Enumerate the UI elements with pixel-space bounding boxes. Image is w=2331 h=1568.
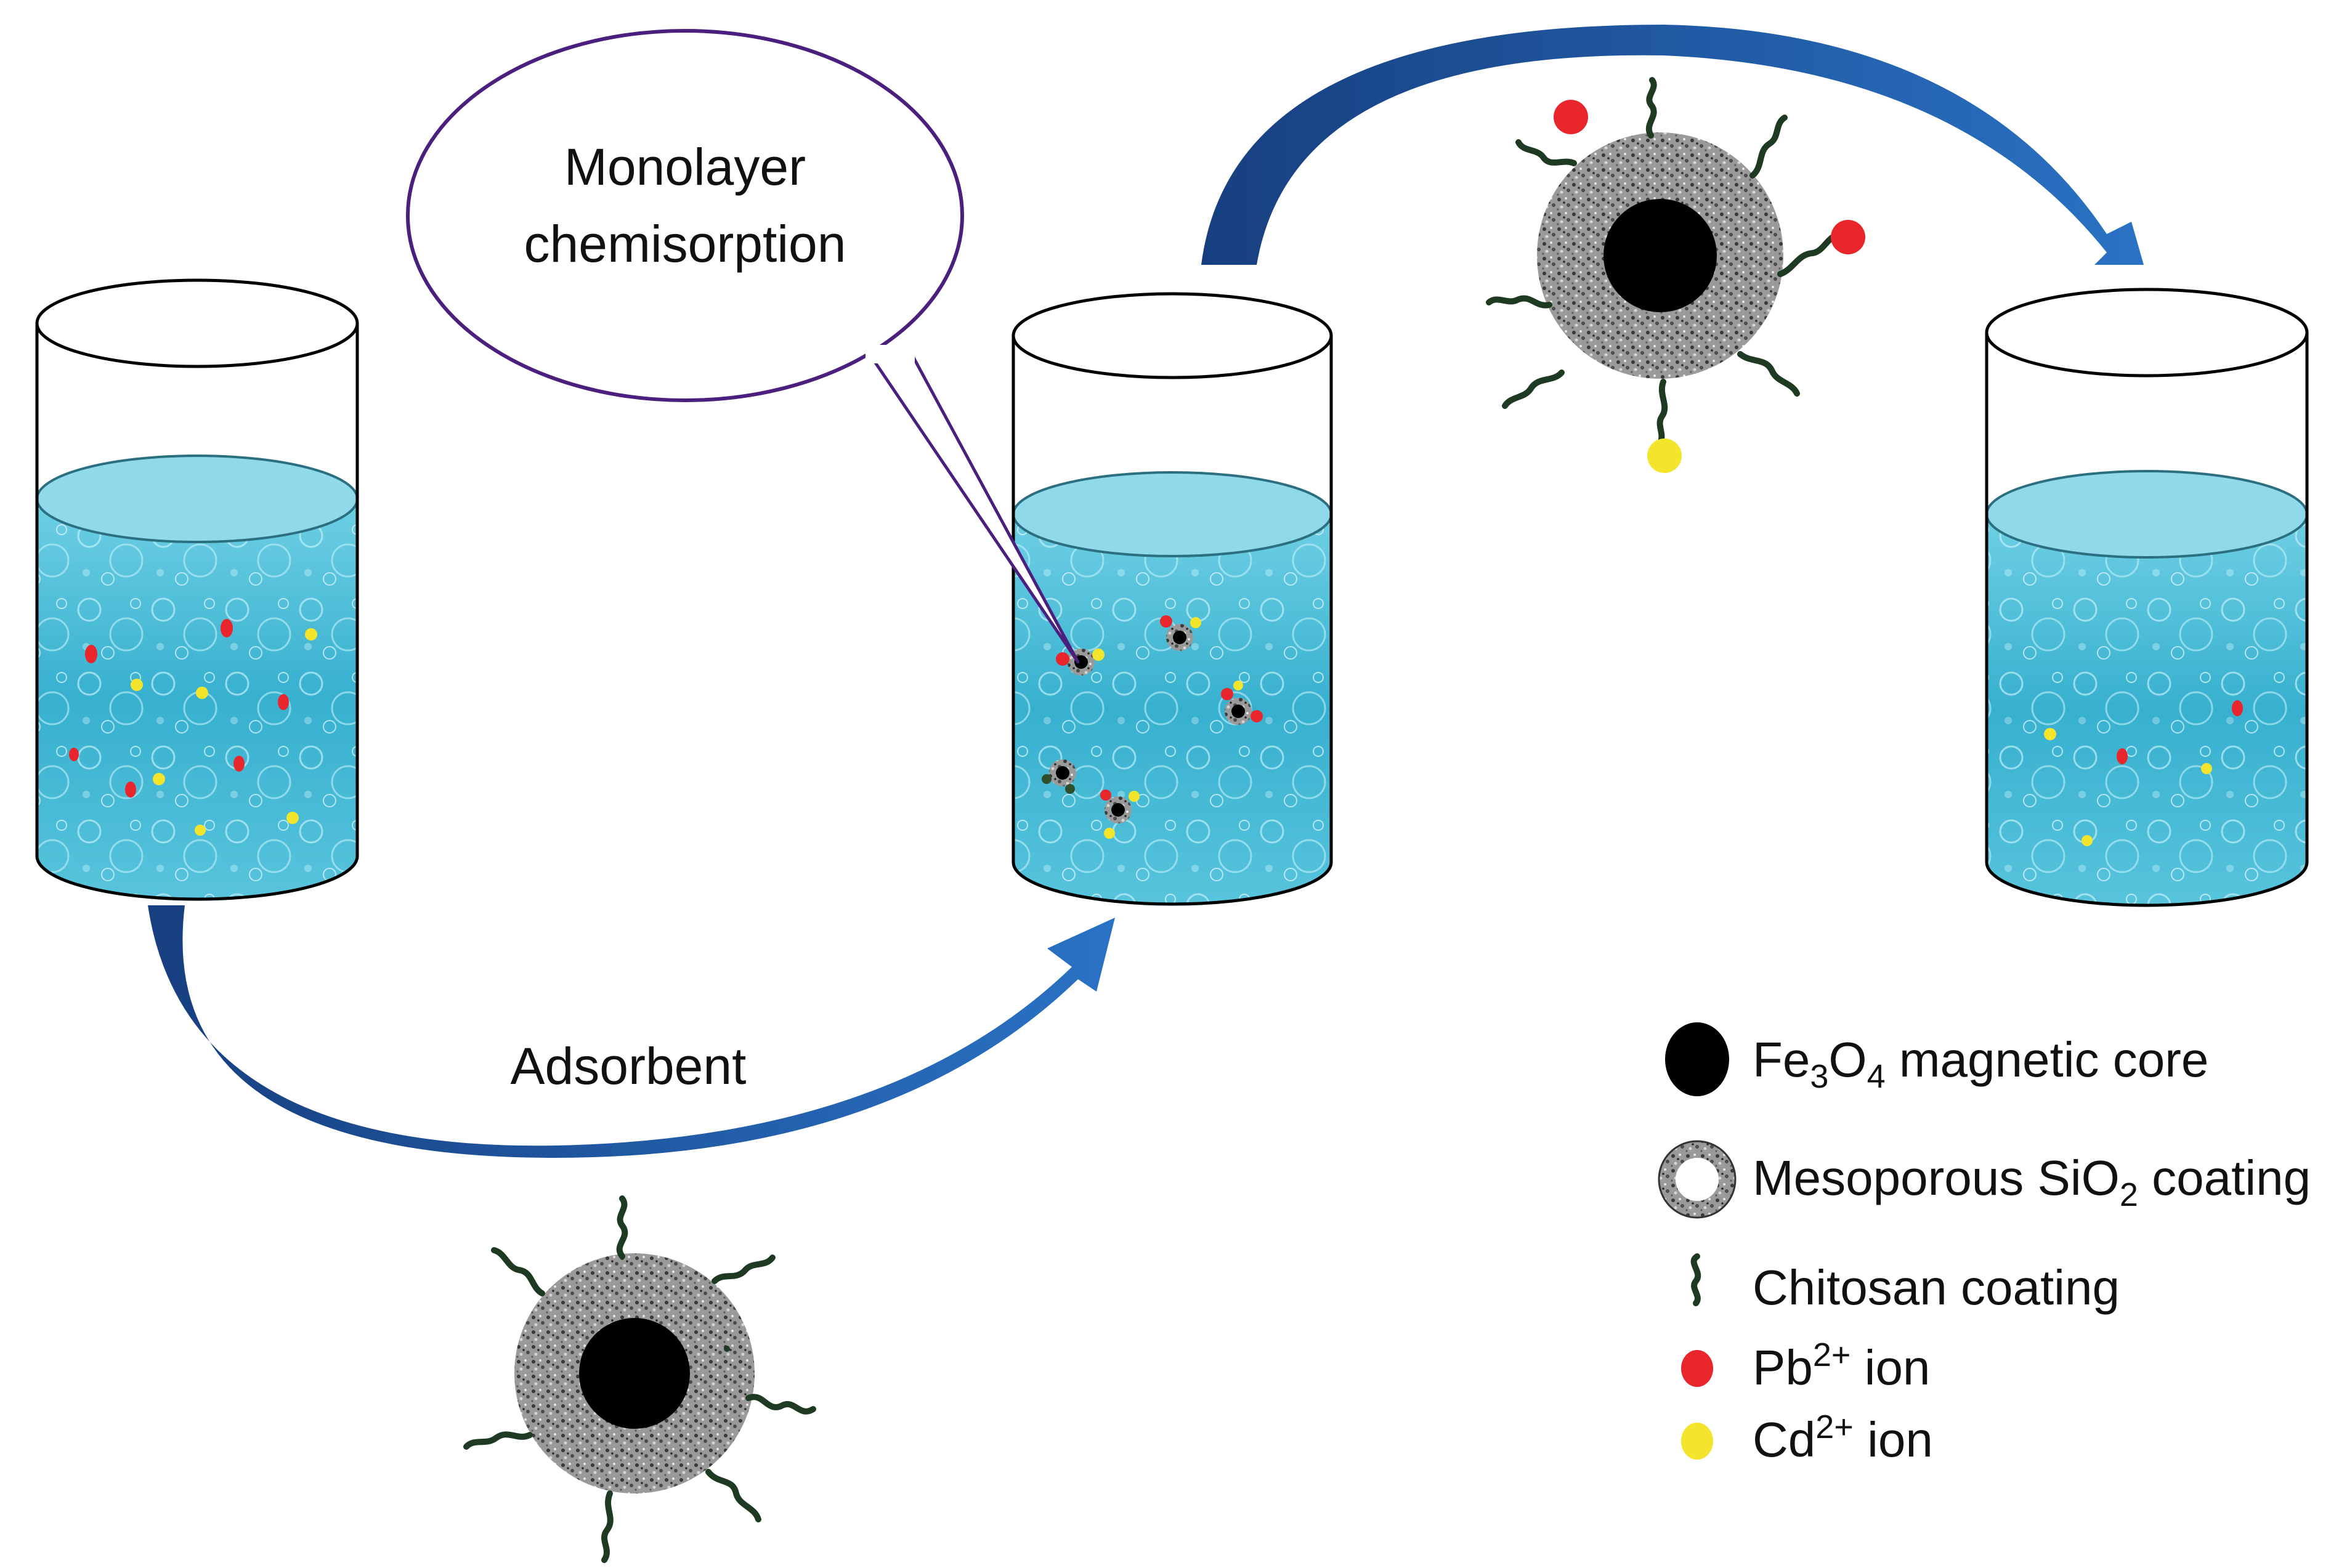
pb-ion	[1831, 220, 1865, 254]
small-particle	[1221, 681, 1263, 725]
legend: Fe3O4 magnetic core Mesoporous SiO2 coat…	[1658, 1022, 2311, 1467]
adsorbent-arrow	[148, 905, 1115, 1158]
cd-ions-beaker3	[2044, 728, 2212, 846]
pb-ion-icon	[1681, 1350, 1713, 1387]
legend-item-pb: Pb2+ ion	[1681, 1336, 1930, 1395]
legend-coating-label: Mesoporous SiO2 coating	[1753, 1150, 2311, 1213]
legend-pb-label: Pb2+ ion	[1753, 1336, 1930, 1395]
legend-core-label: Fe3O4 magnetic core	[1753, 1032, 2208, 1095]
small-particle	[1100, 790, 1140, 839]
pb-ions-beaker3	[2117, 700, 2243, 764]
callout-bubble: Monolayer chemisorption	[406, 29, 1080, 664]
small-particle	[1160, 615, 1201, 651]
silica-ring-icon	[1660, 1142, 1735, 1217]
callout-line2: chemisorption	[524, 215, 846, 273]
adsorbent-particle	[463, 1195, 816, 1563]
loaded-adsorbent-particles	[1042, 615, 1263, 839]
chitosan-chains	[463, 1195, 816, 1563]
legend-item-coating: Mesoporous SiO2 coating	[1658, 1140, 2311, 1219]
legend-cd-label: Cd2+ ion	[1753, 1408, 1933, 1467]
cd-ion	[1647, 438, 1682, 473]
pb-ions-beaker1	[69, 619, 289, 798]
core-icon	[1665, 1022, 1729, 1096]
small-particle	[1042, 759, 1076, 794]
legend-item-core: Fe3O4 magnetic core	[1665, 1022, 2208, 1096]
legend-item-chitosan: Chitosan coating	[1690, 1253, 2120, 1315]
pb-ion	[1554, 100, 1588, 134]
chitosan-chains	[1486, 77, 1841, 447]
legend-item-cd: Cd2+ ion	[1681, 1408, 1933, 1467]
beaker-contaminated	[35, 278, 359, 901]
loaded-adsorbent-particle	[1486, 77, 1865, 473]
chitosan-icon	[1690, 1253, 1701, 1306]
callout-line1: Monolayer	[564, 138, 806, 196]
separation-arrow	[1201, 25, 2144, 265]
legend-chitosan-label: Chitosan coating	[1753, 1260, 2120, 1315]
adsorbent-label: Adsorbent	[511, 1037, 747, 1095]
beaker-adsorption	[1011, 292, 1333, 906]
beaker-purified	[1985, 288, 2309, 907]
cd-ion-icon	[1681, 1423, 1713, 1460]
cd-ions-beaker1	[131, 628, 317, 836]
